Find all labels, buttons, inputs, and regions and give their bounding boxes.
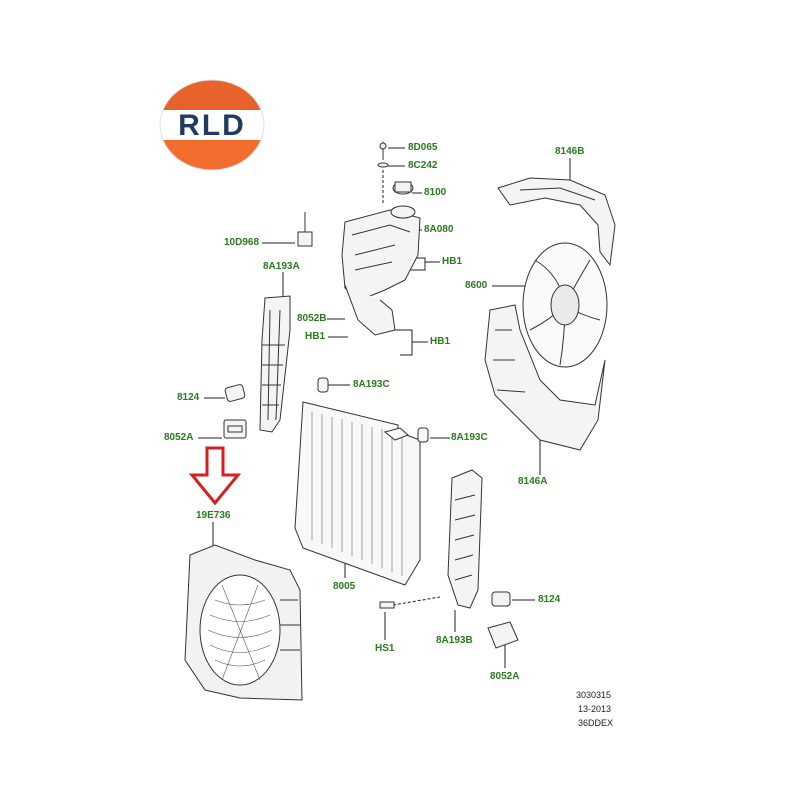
callout-8146a: 8146A [518, 476, 548, 487]
small-parts-left [223, 384, 247, 439]
callout-19e736: 19E736 [196, 510, 231, 521]
callout-8d065: 8D065 [408, 142, 438, 153]
callout-8600: 8600 [465, 280, 488, 291]
side-bracket-left [259, 295, 291, 433]
callout-8a193b: 8A193B [436, 635, 473, 646]
cooling-fan [522, 242, 608, 368]
reference-line-1: 3030315 [576, 690, 612, 700]
callout-8a080: 8A080 [424, 224, 454, 235]
callout-hs1: HS1 [375, 643, 395, 654]
radiator [294, 377, 429, 586]
callout-8124-a: 8124 [177, 392, 200, 403]
callout-8a193a: 8A193A [263, 261, 300, 272]
callout-hb1-c: HB1 [430, 336, 451, 347]
side-bracket-right [379, 469, 519, 649]
callout-8052a-b: 8052A [490, 671, 520, 682]
callout-10d968: 10D968 [224, 237, 260, 248]
callout-8052a-a: 8052A [164, 432, 194, 443]
fan-shroud-lower [484, 304, 606, 451]
callout-8005: 8005 [333, 581, 356, 592]
callout-8146b: 8146B [555, 146, 585, 157]
callout-hb1-a: HB1 [442, 256, 463, 267]
fan-cowl-upper [497, 177, 616, 267]
callout-8100: 8100 [424, 187, 447, 198]
rld-logo: RLD [158, 78, 266, 172]
logo-badge-icon [159, 79, 265, 171]
reference-line-3: 36DDEX [578, 718, 614, 728]
callout-8a193c-b: 8A193C [451, 432, 488, 443]
fan-assembly-19e736 [184, 544, 303, 701]
callout-8a193c: 8A193C [353, 379, 390, 390]
callout-8c242: 8C242 [408, 160, 438, 171]
logo-text: RLD [178, 109, 246, 142]
highlight-arrow [188, 446, 242, 506]
callout-hb1-b: HB1 [305, 331, 326, 342]
reference-line-2: 13-2013 [578, 704, 612, 714]
expansion-tank [297, 142, 421, 336]
callout-8052b: 8052B [297, 313, 327, 324]
callout-8124-b: 8124 [538, 594, 561, 605]
